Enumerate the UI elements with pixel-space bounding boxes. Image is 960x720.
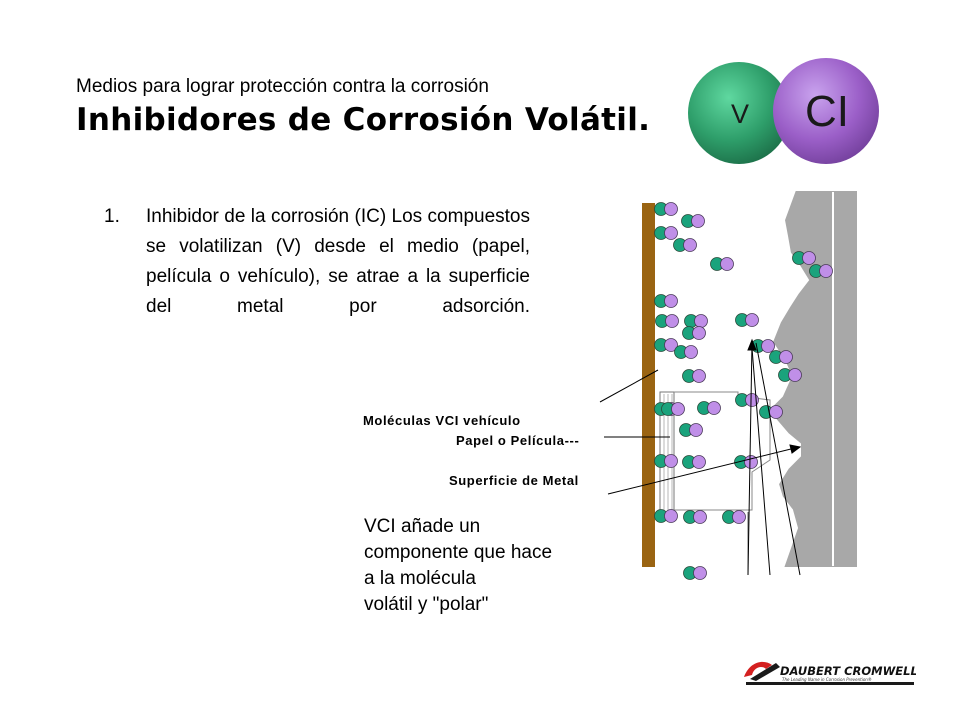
purple-atom	[664, 226, 678, 240]
purple-atom	[693, 566, 707, 580]
vci-molecule	[682, 369, 706, 383]
vci-molecule	[654, 294, 678, 308]
purple-atom	[707, 401, 721, 415]
v-sphere	[688, 62, 790, 164]
carrier-bar	[642, 203, 655, 567]
purple-atom	[664, 338, 678, 352]
purple-atom	[779, 350, 793, 364]
purple-atom	[693, 510, 707, 524]
purple-atom	[683, 238, 697, 252]
vci-molecules	[654, 202, 833, 580]
purple-atom	[745, 393, 759, 407]
purple-atom	[684, 345, 698, 359]
purple-atom	[802, 251, 816, 265]
ci-sphere	[773, 58, 879, 164]
purple-atom	[664, 509, 678, 523]
vci-badge: V CI	[688, 58, 879, 164]
daubert-cromwell-logo: DAUBERT CROMWELL The Leading Name in Cor…	[744, 661, 916, 685]
vci-molecule	[679, 423, 703, 437]
purple-atom	[744, 455, 758, 469]
logo-tagline: The Leading Name in Corrosion Prevention…	[782, 677, 872, 682]
vci-molecule	[661, 402, 685, 416]
purple-atom	[691, 214, 705, 228]
purple-atom	[745, 313, 759, 327]
vci-molecule	[655, 314, 679, 328]
film-region	[659, 391, 771, 575]
vci-molecule	[684, 314, 708, 328]
badge-letter-v: V	[731, 99, 749, 129]
purple-atom	[664, 294, 678, 308]
vci-molecule	[654, 202, 678, 216]
pointer-lines	[599, 338, 802, 576]
vci-molecule	[654, 338, 678, 352]
vci-molecule	[759, 405, 783, 419]
purple-atom	[732, 510, 746, 524]
purple-atom	[720, 257, 734, 271]
vci-molecule	[683, 566, 707, 580]
purple-atom	[689, 423, 703, 437]
slide-subtitle: Medios para lograr protección contra la …	[76, 76, 489, 97]
purple-atom	[694, 314, 708, 328]
purple-atom	[664, 202, 678, 216]
purple-atom	[692, 326, 706, 340]
logo-wordmark: DAUBERT CROMWELL	[780, 664, 916, 678]
label-paper: Papel o Película---	[456, 433, 580, 448]
note-line: componente que hace	[364, 542, 553, 563]
note-line: a la molécula	[364, 568, 476, 589]
vci-molecule	[683, 510, 707, 524]
purple-atom	[692, 455, 706, 469]
vci-molecule	[710, 257, 734, 271]
vci-molecule	[654, 454, 678, 468]
vci-molecule	[769, 350, 793, 364]
note-line: volátil y "polar"	[364, 594, 489, 615]
purple-atom	[761, 339, 775, 353]
vci-molecule	[792, 251, 816, 265]
note-line: VCI añade un	[364, 516, 481, 537]
vci-molecule	[735, 393, 759, 407]
purple-atom	[769, 405, 783, 419]
vci-molecule	[722, 510, 746, 524]
list-item-1: 1. Inhibidor de la corrosión (IC) Los co…	[104, 202, 530, 352]
purple-atom	[671, 402, 685, 416]
vci-note: VCI añade un componente que hace a la mo…	[364, 514, 614, 618]
purple-atom	[692, 369, 706, 383]
vci-molecule	[654, 226, 678, 240]
vci-molecule	[674, 345, 698, 359]
vci-molecule	[673, 238, 697, 252]
purple-atom	[664, 454, 678, 468]
vci-molecule	[681, 214, 705, 228]
vci-molecule	[751, 339, 775, 353]
vci-molecule	[682, 326, 706, 340]
purple-atom	[665, 314, 679, 328]
vci-molecule	[682, 455, 706, 469]
slide-title: Inhibidores de Corrosión Volátil.	[76, 102, 651, 138]
badge-letter-ci: CI	[805, 87, 849, 136]
vci-molecule	[734, 455, 758, 469]
label-molecules: Moléculas VCI vehículo	[363, 413, 521, 428]
vci-molecule	[778, 368, 802, 382]
label-metal-surface: Superficie de Metal	[449, 473, 579, 488]
vci-molecule	[809, 264, 833, 278]
list-item-number: 1.	[104, 206, 120, 227]
purple-atom	[788, 368, 802, 382]
vci-molecule	[697, 401, 721, 415]
list-item-text: Inhibidor de la corrosión (IC) Los compu…	[146, 206, 530, 317]
purple-atom	[819, 264, 833, 278]
vci-molecule	[735, 313, 759, 327]
vci-molecule	[654, 509, 678, 523]
